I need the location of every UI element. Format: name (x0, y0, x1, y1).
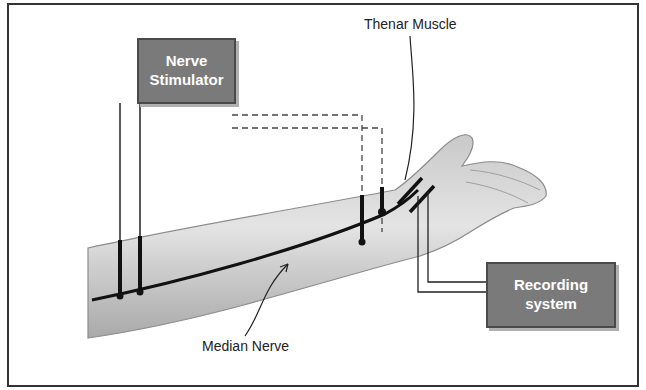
electrode (138, 236, 142, 292)
device-box: Recording system (486, 262, 616, 328)
part-label: Median Nerve (200, 338, 291, 354)
finger-crease (466, 182, 528, 203)
median-nerve (92, 190, 418, 300)
electrode-tip (137, 289, 144, 296)
part-label: Thenar Muscle (362, 16, 459, 32)
box-label: Nerve Stimulator (139, 48, 234, 94)
leader-arrowhead (280, 264, 288, 272)
electrode-tip (117, 293, 124, 300)
leader-line (245, 264, 288, 336)
dashed-wire (232, 128, 382, 232)
electrode-tip (359, 239, 366, 246)
stimulator-wire (139, 103, 141, 292)
arm-outline (88, 135, 546, 338)
finger-crease (470, 170, 540, 190)
recording-wire (428, 192, 486, 282)
device-box: Nerve Stimulator (137, 38, 236, 104)
recording-electrode (410, 186, 434, 212)
electrode (118, 240, 122, 296)
electrode-tip (378, 208, 386, 216)
stimulator-wire (119, 103, 121, 296)
dashed-wire (232, 115, 362, 240)
box-label: Recording system (488, 272, 614, 318)
leader-line (405, 36, 414, 180)
frame (8, 4, 638, 386)
electrode (360, 195, 364, 242)
